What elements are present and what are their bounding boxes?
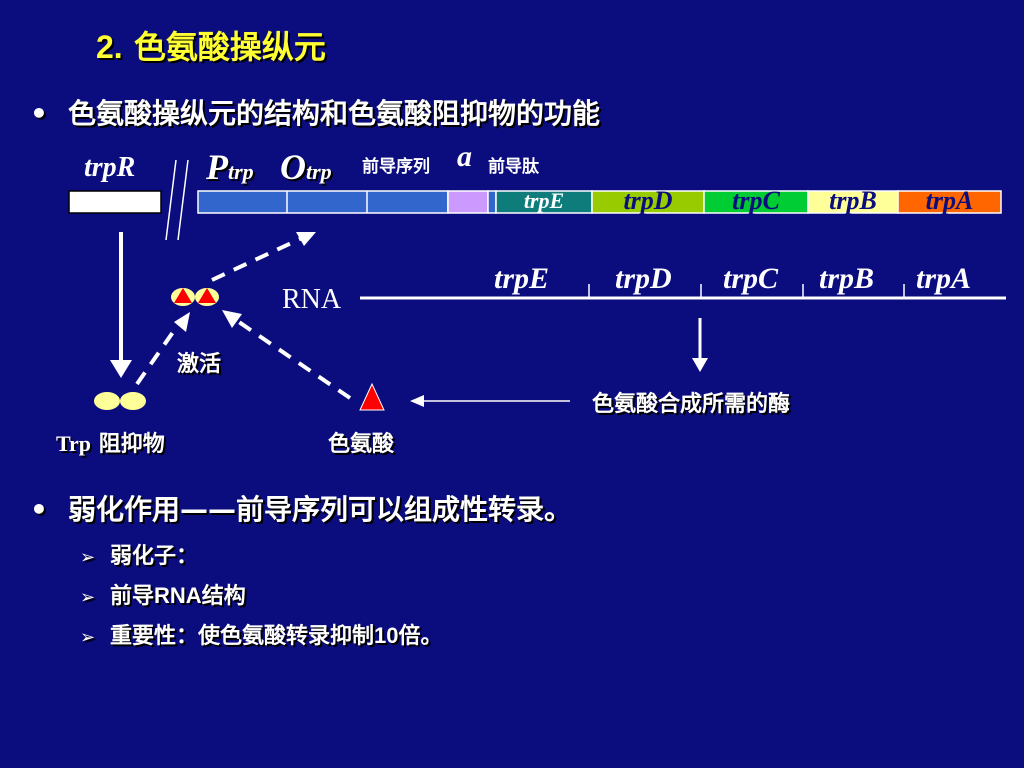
trp-operon-diagram: [68, 159, 1006, 411]
enzymes-label: 色氨酸合成所需的酶: [592, 392, 791, 417]
dashed-arrow-head-icon: [174, 312, 190, 332]
repressor-label: Trp 阻抑物: [56, 426, 165, 458]
tryptophan-bound-icon: [198, 288, 216, 303]
dashed-arrow-head-icon: [296, 232, 316, 246]
sub-bullet-marker-icon: ➢: [80, 587, 96, 608]
leader-sequence-region: [447, 190, 489, 214]
bullet-attenuation: • 弱化作用——前导序列可以组成性转录。: [30, 488, 572, 528]
title-text: 色氨酸操纵元: [133, 28, 326, 66]
dna-gene-trpA-label: trpA: [925, 186, 974, 215]
sub-bullet-text-post: 结构: [201, 584, 246, 609]
leader-peptide-label: 前导肽: [488, 157, 539, 177]
sub-bullet-text-pre: 前导: [110, 584, 155, 609]
dna-gene-trpE-label: trpE: [523, 188, 565, 213]
rna-label: RNA: [282, 284, 342, 315]
repressor-label-trp: Trp: [56, 431, 92, 456]
sub-bullet-marker-icon: ➢: [80, 627, 96, 648]
arrow-down-icon: [110, 360, 132, 378]
dna-gene-trpB-label: trpB: [829, 186, 877, 215]
sub-bullet-text-bold: 10: [374, 623, 399, 648]
promoter-label: Ptrp: [206, 146, 254, 188]
bullet-marker: •: [30, 97, 48, 130]
sub-bullet-text-pre: 重要性：使色氨酸转录抑制: [110, 624, 375, 649]
sub-bullet-leader-rna: ➢ 前导RNA结构: [80, 578, 246, 610]
sub-bullet-attenuator: ➢ 弱化子：: [80, 538, 198, 570]
tryptophan-bound-icon: [174, 288, 192, 303]
sub-bullet-marker-icon: ➢: [80, 547, 96, 568]
sub-bullet-text-post: 倍。: [398, 624, 443, 649]
dna-gene-trpC-label: trpC: [732, 186, 780, 215]
tryptophan-label: 色氨酸: [328, 432, 395, 457]
arrow-down-icon: [692, 358, 708, 372]
trpR-gene-box: [68, 190, 162, 214]
repressor-subunit: [94, 392, 120, 410]
activate-label: 激活: [177, 352, 222, 377]
rna-gene-trpD-label: trpD: [615, 262, 672, 295]
bullet-structure: • 色氨酸操纵元的结构和色氨酸阻抑物的功能: [30, 92, 600, 132]
arrow-left-icon: [410, 395, 424, 407]
sub-bullet-text: 弱化子：: [110, 544, 199, 569]
promoter-letter: P: [206, 147, 228, 187]
operator-letter: O: [280, 147, 306, 187]
promoter-subscript: trp: [228, 159, 254, 184]
rna-gene-trpA-label: trpA: [916, 262, 972, 295]
title-number: 2.: [96, 29, 123, 65]
rna-gene-trpC-label: trpC: [723, 262, 779, 295]
leader-sequence-label: 前导序列: [362, 157, 430, 177]
bullet-marker: •: [30, 493, 48, 526]
rna-gene-trpB-label: trpB: [819, 262, 875, 295]
operator-label: Otrp: [280, 146, 332, 188]
trpR-label: trpR: [84, 152, 136, 183]
break-mark: [177, 159, 189, 241]
operator-subscript: trp: [306, 159, 332, 184]
sub-bullet-importance: ➢ 重要性：使色氨酸转录抑制10倍。: [80, 618, 443, 650]
tryptophan-icon: [359, 382, 385, 411]
repressor-label-text: 阻抑物: [98, 432, 165, 457]
break-mark: [165, 159, 177, 241]
bullet-text: 弱化作用——前导序列可以组成性转录。: [68, 493, 573, 526]
sub-bullet-text-bold: RNA: [154, 583, 202, 608]
dna-gene-trpD-label: trpD: [623, 186, 673, 215]
attenuator-region: [487, 190, 497, 214]
alpha-label: a: [457, 140, 472, 173]
dashed-arrow-head-icon: [222, 310, 242, 328]
repressor-subunit: [120, 392, 146, 410]
rna-gene-trpE-label: trpE: [494, 262, 550, 295]
gene-trpA-box: [897, 190, 1002, 214]
promoter-operator-region: [197, 190, 449, 214]
bullet-text: 色氨酸操纵元的结构和色氨酸阻抑物的功能: [68, 97, 601, 130]
slide-title: 2. 色氨酸操纵元: [96, 22, 326, 68]
